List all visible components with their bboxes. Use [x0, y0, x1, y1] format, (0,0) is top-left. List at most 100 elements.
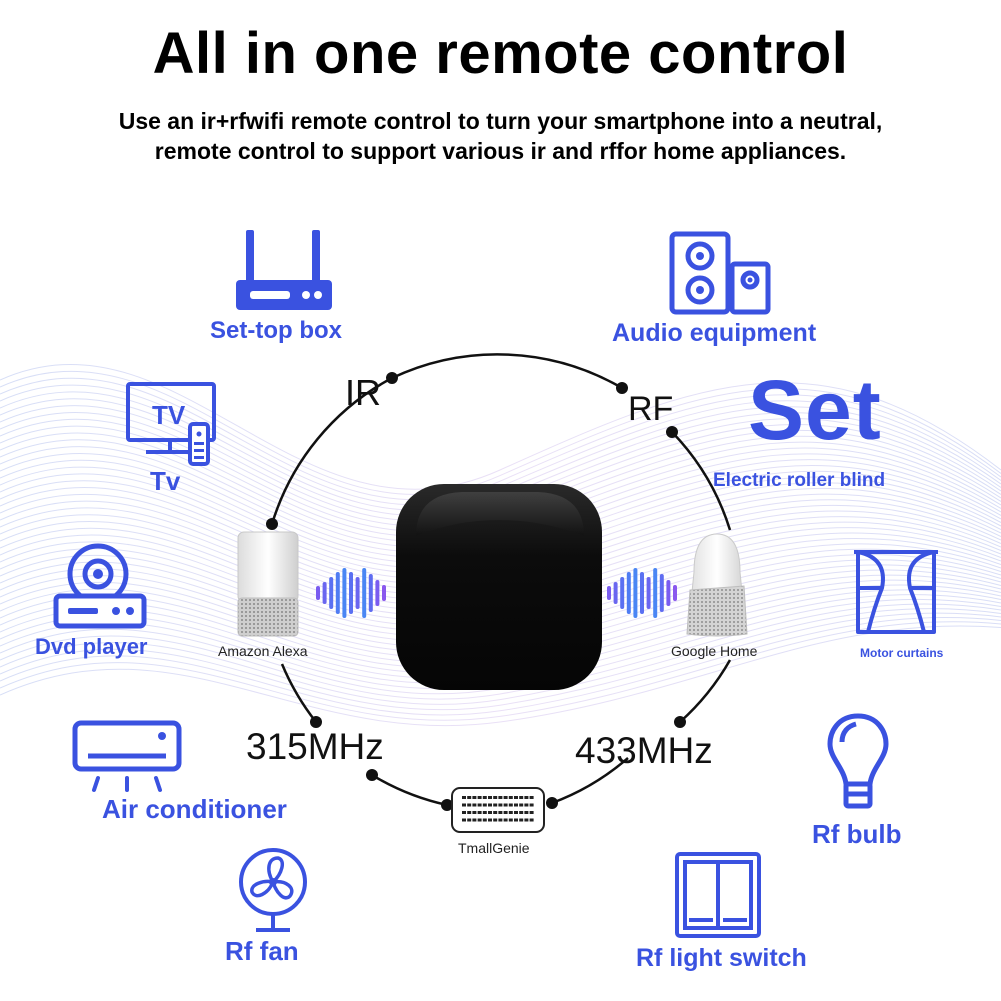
background-wave-line: [0, 370, 1001, 495]
tmallgenie-dot: [462, 811, 466, 814]
ring-dot: [386, 372, 398, 384]
rf-light-switch-label: Rf light switch: [636, 944, 807, 972]
tmallgenie-dot: [472, 811, 477, 814]
set-heading: Set: [748, 363, 882, 457]
433mhz-label: 433MHz: [575, 730, 713, 771]
set-top-box-icon: [236, 230, 332, 310]
tmallgenie-dot: [529, 818, 534, 822]
tmallgenie-dot: [508, 796, 513, 799]
tv-icon: TV: [126, 382, 216, 466]
rf-fan-label: Rf fan: [225, 936, 299, 966]
ring-arc-bottom-right: [551, 757, 629, 805]
tmallgenie-dot: [472, 818, 477, 822]
page-title: All in one remote control: [152, 21, 849, 86]
ring-arc-upper-left: [270, 376, 393, 525]
tmallgenie-label: TmallGenie: [458, 840, 530, 856]
dvd-player-label: Dvd player: [35, 634, 148, 659]
background-wave-line: [0, 612, 1001, 711]
electric-roller-blind-label: Electric roller blind: [713, 470, 886, 491]
google-home-label: Google Home: [671, 643, 758, 659]
ring-dot: [674, 716, 686, 728]
tmallgenie-dot: [508, 803, 513, 807]
tmallgenie-dot: [467, 811, 472, 814]
tmallgenie-dot: [514, 796, 518, 799]
tmallgenie-dot: [519, 811, 524, 814]
tmallgenie-dot: [488, 818, 492, 822]
tmallgenie-dot: [493, 803, 498, 807]
tmallgenie-dot: [503, 818, 508, 822]
set-top-box-label: Set-top box: [210, 317, 342, 344]
air-conditioner-icon: [72, 720, 182, 792]
tmallgenie-dot: [503, 796, 508, 799]
tmallgenie-dot: [514, 818, 518, 822]
ir-label: IR: [345, 372, 381, 413]
tmallgenie-dot: [524, 811, 529, 814]
tmallgenie-dot: [529, 796, 534, 799]
tmallgenie-dot: [529, 811, 534, 814]
tmallgenie-dot: [477, 818, 482, 822]
tmallgenie-dot: [529, 803, 534, 807]
ring-dot: [666, 426, 678, 438]
tmallgenie-dot: [503, 803, 508, 807]
tmallgenie-dot: [519, 818, 524, 822]
ring-dot: [366, 769, 378, 781]
tmallgenie-dot: [482, 803, 487, 807]
ring-arc-upper-right: [671, 431, 732, 531]
rf-label: RF: [628, 390, 674, 428]
tmallgenie-dot: [493, 796, 498, 799]
tmallgenie-dot: [514, 811, 518, 814]
tmallgenie-dot: [488, 811, 492, 814]
tmallgenie-dot: [467, 803, 472, 807]
tmallgenie-dot: [477, 796, 482, 799]
tmallgenie-dot: [524, 796, 529, 799]
rf-bulb-label: Rf bulb: [812, 819, 902, 849]
tmallgenie-dot: [519, 796, 524, 799]
tv-screen-text: TV: [152, 400, 186, 430]
tmallgenie-dot: [482, 818, 487, 822]
ring-dot: [310, 716, 322, 728]
tmallgenie-dot: [524, 803, 529, 807]
sound-wave-left: [316, 568, 386, 618]
background-wave-line: [0, 617, 1001, 716]
background-wave-line: [0, 621, 1001, 721]
tmallgenie-dot: [493, 818, 498, 822]
tmallgenie-dot: [498, 811, 503, 814]
ring-arc-lower-left: [280, 663, 317, 723]
tmallgenie-dot: [508, 818, 513, 822]
tmallgenie-dot: [524, 818, 529, 822]
tmallgenie-dot: [519, 803, 524, 807]
tmallgenie-dot: [472, 796, 477, 799]
tmallgenie-dot: [472, 803, 477, 807]
background-wave-line: [0, 603, 1001, 700]
tmallgenie-dot: [488, 796, 492, 799]
google-home-speaker-icon: [686, 533, 748, 637]
dvd-player-icon: [53, 543, 147, 629]
subtitle-line-2: remote control to support various ir and…: [154, 138, 847, 164]
audio-equipment-label: Audio equipment: [612, 319, 817, 347]
air-conditioner-label: Air conditioner: [102, 794, 287, 824]
tmallgenie-dot: [498, 803, 503, 807]
tmallgenie-dot: [488, 803, 492, 807]
tmallgenie-dot: [477, 811, 482, 814]
tmallgenie-dot: [462, 796, 466, 799]
ring-dot: [266, 518, 278, 530]
ir-rf-hub-device: [396, 484, 602, 690]
amazon-alexa-speaker-icon: [237, 531, 299, 637]
background-wave-line: [0, 625, 1001, 727]
tmallgenie-dot: [462, 818, 466, 822]
ring-dot: [616, 382, 628, 394]
tmallgenie-dot: [498, 818, 503, 822]
amazon-alexa-label: Amazon Alexa: [218, 643, 308, 659]
tmallgenie-dot: [467, 818, 472, 822]
curtains-icon: [854, 550, 938, 634]
tmallgenie-dot: [462, 803, 466, 807]
tmallgenie-dot: [498, 796, 503, 799]
tmallgenie-dot: [467, 796, 472, 799]
tmallgenie-dot: [477, 803, 482, 807]
tmallgenie-dot: [493, 811, 498, 814]
background-wave-line: [0, 608, 1001, 705]
tmallgenie-device-icon: [451, 787, 545, 833]
315mhz-label: 315MHz: [246, 726, 384, 767]
